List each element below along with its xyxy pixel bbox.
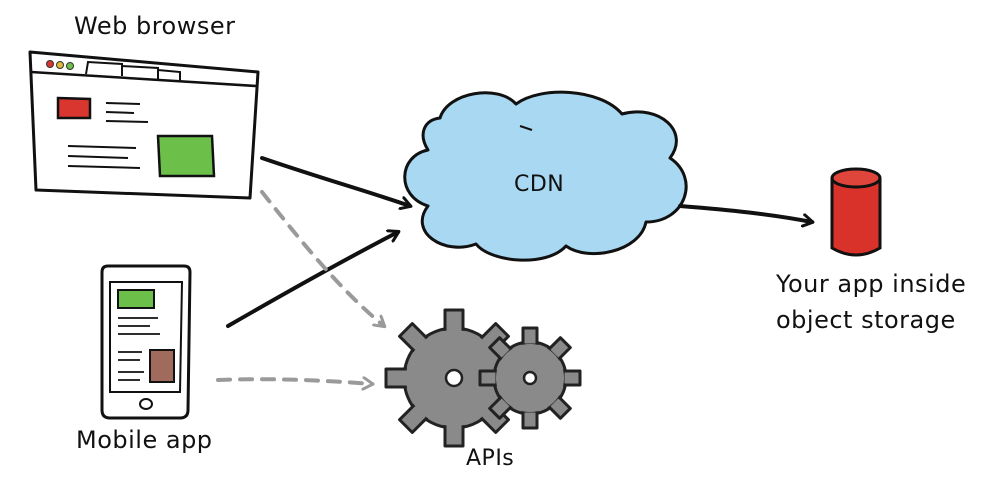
browser-red-block: [56, 96, 92, 120]
cloud-icon: [403, 90, 688, 262]
dashed-arrow-mobile-to-apis: [216, 379, 372, 384]
browser-green-block: [156, 134, 216, 178]
gears-icon: [384, 308, 582, 448]
apis-label: APIs: [466, 446, 515, 471]
storage-label-line1: Your app inside: [776, 270, 967, 298]
web-browser-label: Web browser: [74, 12, 236, 40]
dashed-arrow-browser-to-apis: [260, 190, 384, 326]
web-browser-icon: [28, 50, 260, 200]
mobile-app-label: Mobile app: [76, 426, 213, 454]
arrow-mobile-to-cdn: [226, 232, 398, 328]
storage-label-line2: object storage: [776, 306, 956, 334]
cdn-label: CDN: [514, 172, 565, 197]
mobile-phone-icon: [100, 264, 192, 420]
arrow-browser-to-cdn: [260, 156, 410, 206]
storage-cylinder-icon: [830, 167, 882, 257]
arrow-cdn-to-storage: [678, 204, 812, 222]
